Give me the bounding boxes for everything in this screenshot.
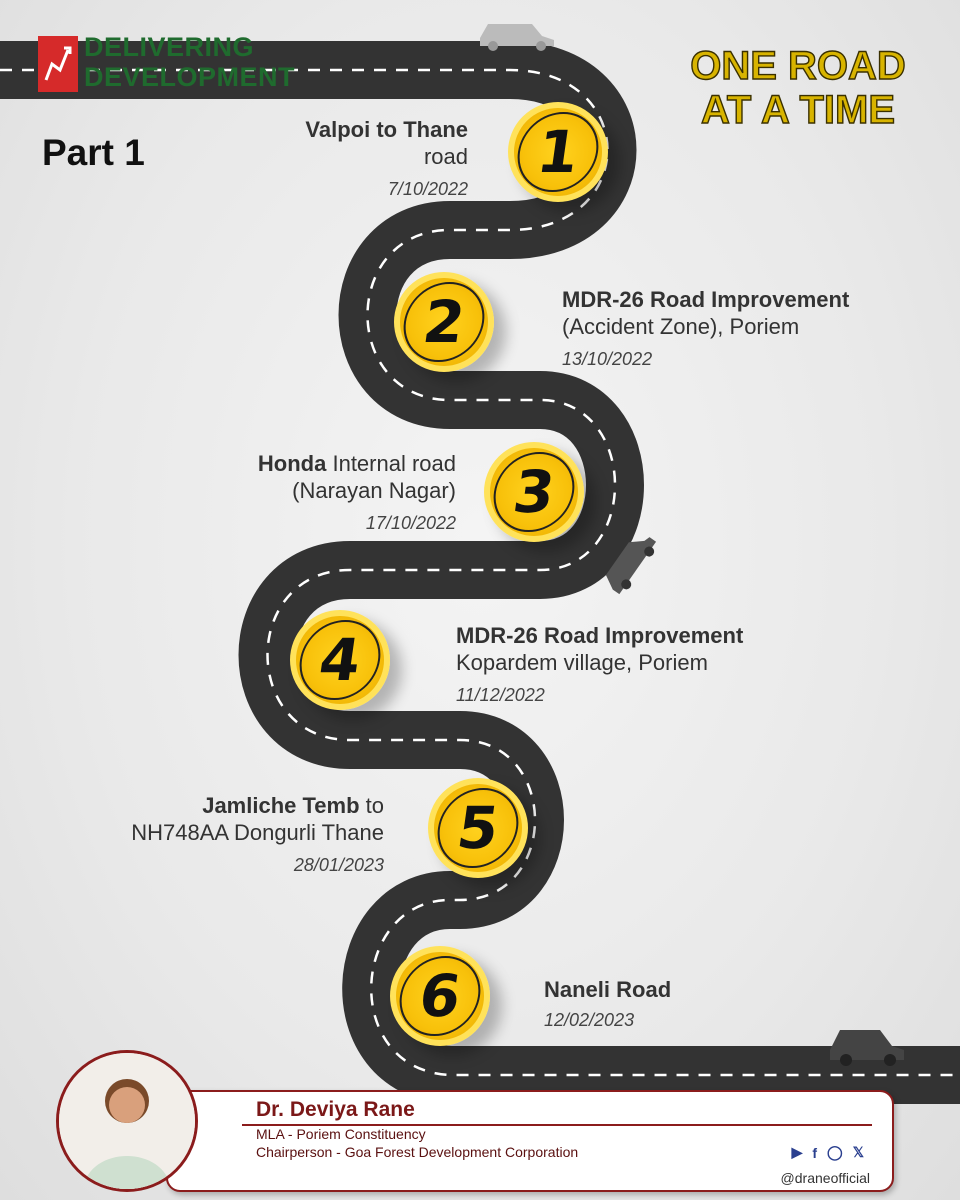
milestone-subtitle: NH748AA Dongurli Thane — [131, 820, 384, 845]
badge-number: 3 — [488, 452, 580, 532]
milestone-date: 13/10/2022 — [562, 349, 653, 369]
slogan-line-2: AT A TIME — [700, 87, 896, 132]
badge-number: 5 — [432, 788, 524, 868]
growth-arrow-icon — [38, 36, 78, 92]
badge-number: 4 — [294, 620, 386, 700]
slogan-line-1: ONE ROAD — [690, 43, 907, 88]
milestone-text-2: MDR-26 Road Improvement (Accident Zone),… — [562, 286, 942, 373]
instagram-icon[interactable]: ◯ — [827, 1144, 843, 1160]
avatar — [56, 1050, 198, 1192]
car-icon-top — [480, 24, 554, 51]
milestone-subtitle: Kopardem village, Poriem — [456, 650, 708, 675]
milestone-date: 17/10/2022 — [365, 513, 456, 533]
road-centerline — [0, 68, 960, 1077]
social-handle: @draneofficial — [780, 1170, 870, 1186]
milestone-text-6: Naneli Road 12/02/2023 — [544, 976, 844, 1034]
milestone-badge-3: 3 — [484, 442, 584, 542]
x-icon[interactable]: 𝕏 — [852, 1144, 864, 1160]
badge-number: 1 — [512, 112, 604, 192]
milestone-text-1: Valpoi to Thane road 7/10/2022 — [180, 116, 468, 203]
milestone-date: 11/12/2022 — [456, 685, 545, 705]
milestone-title: Honda — [257, 451, 327, 476]
road-surface — [0, 41, 960, 1104]
profile-role-1: MLA - Poriem Constituency — [256, 1126, 426, 1142]
social-links: ▶ f ◯ 𝕏 — [792, 1144, 864, 1161]
brand-block: DELIVERING DEVELOPMENT — [38, 32, 298, 96]
milestone-date: 7/10/2022 — [387, 179, 468, 199]
milestone-badge-5: 5 — [428, 778, 528, 878]
milestone-badge-4: 4 — [290, 610, 390, 710]
milestone-title-rest: to — [359, 793, 384, 818]
milestone-subtitle: (Accident Zone), Poriem — [562, 314, 800, 339]
milestone-badge-6: 6 — [390, 946, 490, 1046]
car-icon-bottom — [830, 1030, 904, 1066]
milestone-title: Valpoi to Thane — [305, 117, 468, 142]
milestone-subtitle: (Narayan Nagar) — [292, 478, 456, 503]
badge-number: 2 — [398, 282, 490, 362]
profile-role-2: Chairperson - Goa Forest Development Cor… — [256, 1144, 579, 1160]
facebook-icon[interactable]: f — [812, 1144, 818, 1161]
profile-card: Dr. Deviya Rane MLA - Poriem Constituenc… — [166, 1090, 894, 1192]
brand-line-2: DEVELOPMENT — [84, 62, 296, 92]
milestone-badge-1: 1 — [508, 102, 608, 202]
brand-title: DELIVERING DEVELOPMENT — [84, 32, 295, 92]
milestone-subtitle: road — [423, 144, 468, 169]
badge-number: 6 — [394, 956, 486, 1036]
profile-name: Dr. Deviya Rane — [256, 1098, 415, 1121]
part-label: Part 1 — [42, 132, 145, 173]
milestone-title: Jamliche Temb — [202, 793, 360, 818]
milestone-title-rest: Internal road — [326, 451, 456, 476]
milestone-text-5: Jamliche Temb to NH748AA Dongurli Thane … — [60, 792, 384, 879]
milestone-date: 28/01/2023 — [293, 855, 384, 875]
milestone-badge-2: 2 — [394, 272, 494, 372]
milestone-date: 12/02/2023 — [544, 1010, 635, 1030]
footer: Dr. Deviya Rane MLA - Poriem Constituenc… — [56, 1050, 896, 1198]
milestone-title: MDR-26 Road Improvement — [456, 623, 744, 648]
milestone-title: MDR-26 Road Improvement — [562, 287, 850, 312]
milestone-title: Naneli Road — [544, 977, 672, 1002]
milestone-text-3: Honda Internal road (Narayan Nagar) 17/1… — [140, 450, 456, 537]
divider — [242, 1124, 872, 1126]
slogan: ONE ROAD AT A TIME — [668, 43, 928, 132]
car-icon-tilted — [605, 537, 657, 595]
milestone-text-4: MDR-26 Road Improvement Kopardem village… — [456, 622, 846, 709]
youtube-icon[interactable]: ▶ — [791, 1144, 803, 1160]
brand-line-1: DELIVERING — [84, 32, 255, 62]
